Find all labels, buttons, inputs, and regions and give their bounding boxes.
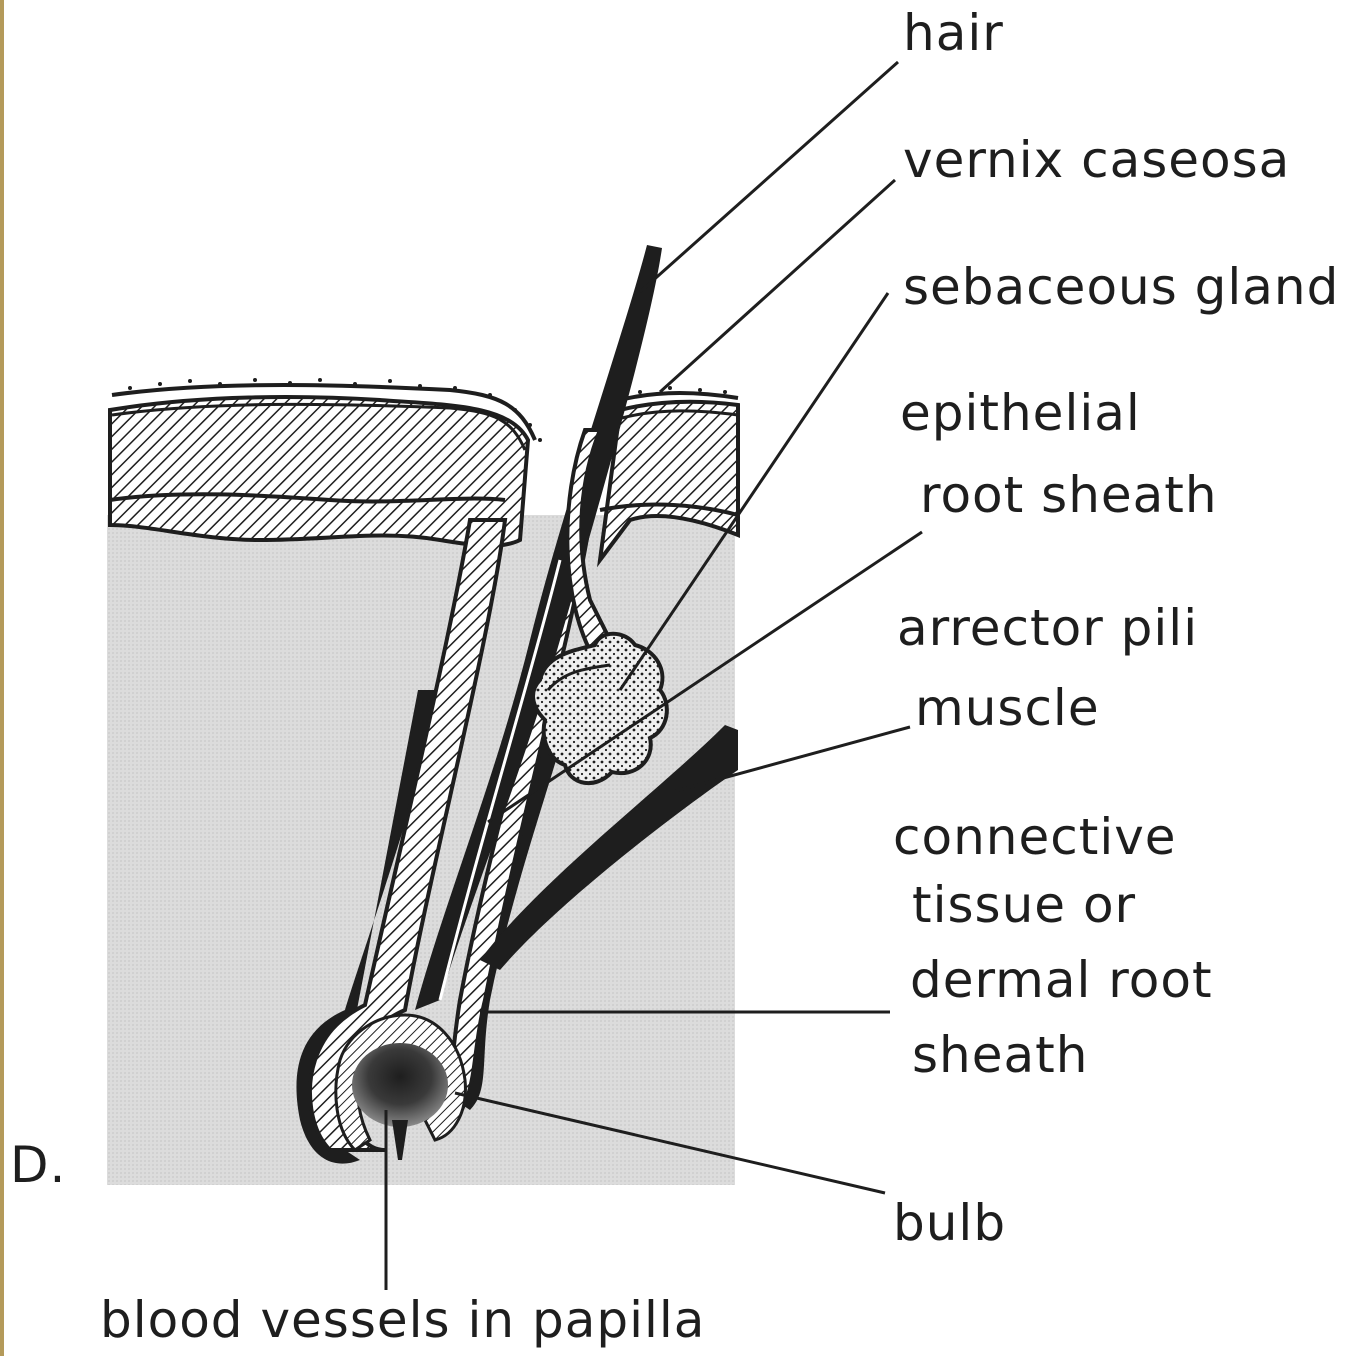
- label-dermal-root: dermal root: [910, 955, 1213, 1005]
- papilla: [352, 1043, 448, 1127]
- label-blood-vessels: blood vessels in papilla: [100, 1295, 705, 1345]
- label-bulb: bulb: [893, 1198, 1006, 1248]
- figure-letter: D.: [10, 1140, 66, 1190]
- label-vernix-caseosa: vernix caseosa: [903, 135, 1290, 185]
- label-arrector-pili: arrector pili: [897, 603, 1198, 653]
- leader-line-vernix: [660, 180, 895, 392]
- leader-line-hair: [640, 62, 898, 292]
- label-epithelial: epithelial: [900, 388, 1141, 438]
- label-root-sheath: root sheath: [920, 470, 1218, 520]
- label-sheath: sheath: [912, 1030, 1088, 1080]
- label-connective: connective: [893, 812, 1177, 862]
- surface-line-right: [620, 393, 738, 400]
- label-tissue-or: tissue or: [912, 880, 1136, 930]
- label-sebaceous-gland: sebaceous gland: [903, 262, 1339, 312]
- epidermis-layer: [110, 397, 528, 546]
- label-hair: hair: [903, 8, 1004, 58]
- label-muscle: muscle: [915, 683, 1100, 733]
